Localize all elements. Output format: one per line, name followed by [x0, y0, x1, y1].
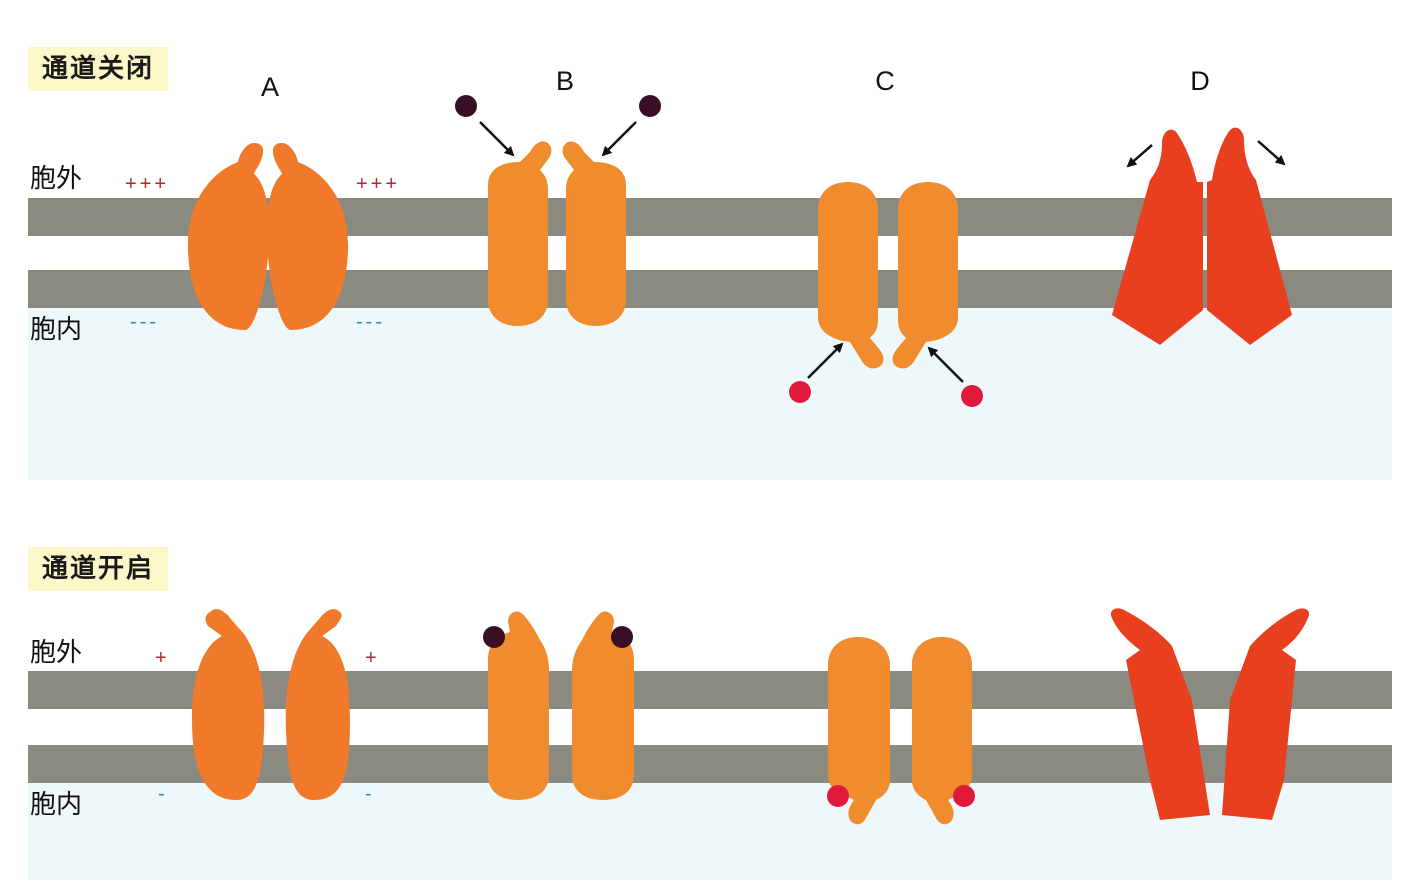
- inside-label-open: 胞内: [30, 790, 83, 820]
- channel-c-closed-left-subunit: [818, 182, 884, 369]
- ligand-c-closed-right: [961, 385, 983, 407]
- channel-d-open-right-subunit: [1222, 608, 1310, 820]
- ligand-b-open-left: [483, 626, 505, 648]
- channel-b-open: [488, 611, 634, 800]
- charge-open-outside-right: +: [365, 647, 380, 669]
- channel-a-closed-left-subunit: [188, 143, 270, 330]
- channel-d-open-left-subunit: [1110, 608, 1210, 820]
- ligand-c-open-right: [953, 785, 975, 807]
- charge-open-inside-left: -: [158, 783, 168, 805]
- channel-c-open-right-subunit: [912, 637, 972, 825]
- channel-b-closed-left-subunit: [488, 141, 552, 326]
- channel-d-open: [1110, 608, 1310, 820]
- ligand-c-open-left: [827, 785, 849, 807]
- charge-closed-inside-right: ---: [356, 311, 385, 333]
- arrow-c-closed-left: [807, 342, 844, 379]
- column-label-b: B: [555, 66, 574, 96]
- channel-b-open-left-subunit: [488, 611, 549, 800]
- ligand-b-closed-right: [639, 95, 661, 117]
- channel-a-open-right-subunit: [285, 609, 350, 800]
- channel-d-closed-left-subunit: [1112, 129, 1203, 345]
- channel-b-open-right-subunit: [572, 611, 634, 800]
- column-label-c: C: [875, 66, 895, 96]
- channel-c-open-left-subunit: [828, 637, 890, 825]
- channel-a-closed-right-subunit: [266, 143, 348, 330]
- arrow-d-closed-left: [1126, 144, 1153, 168]
- charge-closed-outside-right: +++: [356, 173, 401, 195]
- channel-a-open: [192, 609, 350, 800]
- channel-c-closed-right-subunit: [892, 182, 958, 369]
- column-label-d: D: [1190, 66, 1210, 96]
- charge-closed-outside-left: +++: [125, 173, 170, 195]
- section-title-open: 通道开启: [28, 547, 169, 591]
- outside-label-open: 胞外: [30, 638, 83, 668]
- channel-a-open-left-subunit: [192, 609, 265, 800]
- charge-open-inside-right: -: [365, 783, 375, 805]
- arrow-b-closed-right: [601, 121, 637, 157]
- ligand-c-closed-left: [789, 381, 811, 403]
- channel-c-closed: [818, 182, 958, 369]
- ligand-b-open-right: [611, 626, 633, 648]
- channel-d-closed: [1112, 127, 1292, 345]
- arrow-d-closed-right: [1257, 140, 1286, 166]
- arrow-c-closed-right: [927, 346, 964, 383]
- outside-label-closed: 胞外: [30, 164, 83, 194]
- channel-b-closed-right-subunit: [562, 141, 626, 326]
- channel-c-open: [828, 637, 972, 825]
- charge-closed-inside-left: ---: [130, 311, 159, 333]
- section-title-closed: 通道关闭: [28, 47, 169, 91]
- inside-label-closed: 胞内: [30, 315, 83, 345]
- ligand-b-closed-left: [455, 95, 477, 117]
- channel-b-closed: [488, 141, 626, 326]
- arrow-b-closed-left: [479, 121, 515, 157]
- column-label-a: A: [260, 72, 279, 102]
- charge-open-outside-left: +: [155, 647, 170, 669]
- channel-a-closed: [188, 143, 348, 330]
- channel-d-closed-right-subunit: [1207, 127, 1292, 345]
